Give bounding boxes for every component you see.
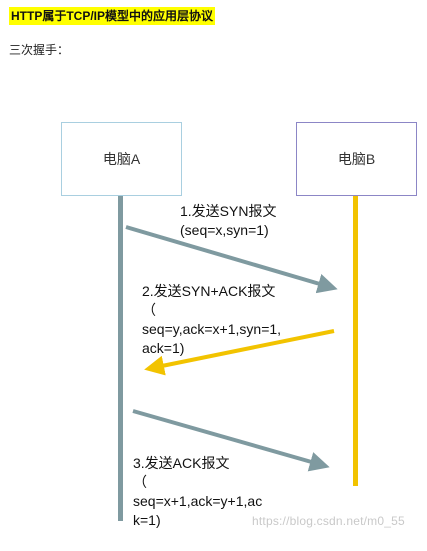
node-computer-b-label: 电脑B (337, 151, 376, 167)
watermark: https://blog.csdn.net/m0_55 (252, 514, 405, 528)
message-syn-ack-label: 2.发送SYN+ACK报文 （ seq=y,ack=x+1,syn=1, ack… (142, 283, 282, 356)
message-syn-label: 1.发送SYN报文 (seq=x,syn=1) (180, 203, 277, 238)
page-heading: HTTP属于TCP/IP模型中的应用层协议 (9, 7, 216, 25)
lifeline-b (353, 196, 358, 486)
arrow-syn (125, 225, 338, 294)
lifeline-a (118, 196, 123, 521)
node-computer-b: 电脑B (296, 122, 417, 196)
arrow-ack (132, 409, 330, 472)
arrow-syn-ack (144, 329, 335, 376)
section-title: 三次握手： (9, 43, 70, 57)
node-computer-a-label: 电脑A (102, 151, 141, 167)
message-ack-label: 3.发送ACK报文 （ seq=x+1,ack=y+1,ac k=1) (133, 455, 263, 528)
node-computer-a: 电脑A (61, 122, 182, 196)
